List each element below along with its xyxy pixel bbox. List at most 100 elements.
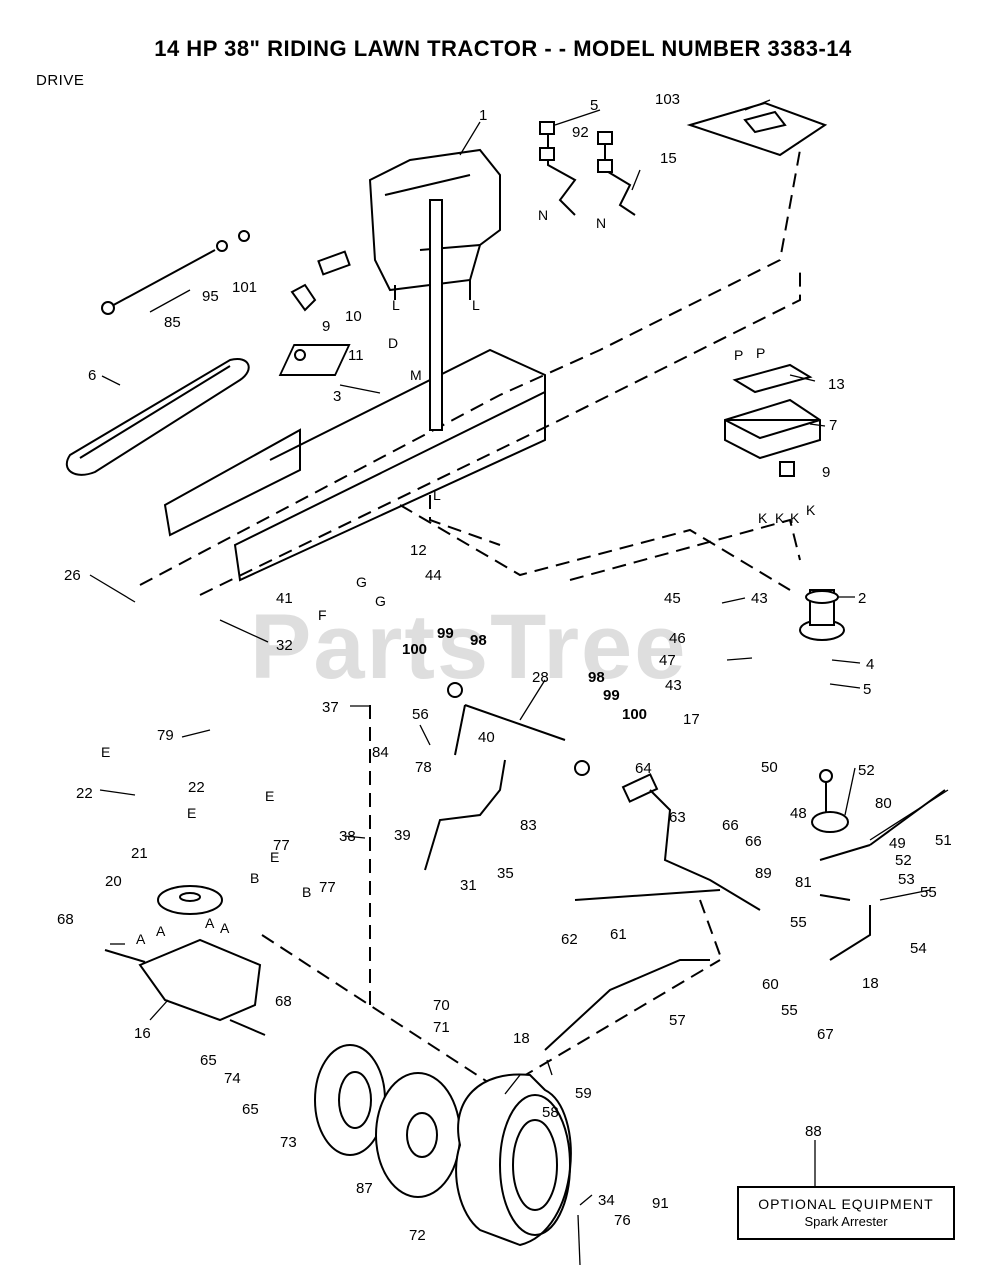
reference-letter: A	[220, 920, 230, 936]
callout-label: 49	[889, 835, 906, 852]
callout-label: 37	[322, 699, 339, 716]
callout-label: 63	[669, 809, 686, 826]
callout-label: 79	[157, 727, 174, 744]
callout-label: 48	[790, 805, 807, 822]
callout-label: 64	[635, 760, 652, 777]
transaxle	[104, 938, 266, 1036]
callout-label: 80	[875, 795, 892, 812]
callout-label: 56	[412, 706, 429, 723]
callout-label: 74	[224, 1070, 241, 1087]
callout-label: 66	[722, 817, 739, 834]
callout-label: 12	[410, 542, 427, 559]
callout-label: 11	[348, 347, 364, 364]
callout-label: 58	[542, 1104, 559, 1121]
callout-label: 72	[409, 1227, 426, 1244]
section-label: DRIVE	[36, 72, 85, 89]
callout-label: 92	[572, 124, 589, 141]
watermark: PartsTree	[250, 596, 688, 698]
callout-label: 73	[280, 1134, 297, 1151]
reference-letter: E	[187, 805, 196, 821]
callout-label: 84	[372, 744, 389, 761]
callout-label: 22	[188, 779, 205, 796]
callout-label: 9	[822, 464, 830, 481]
callout-label: 99	[437, 625, 454, 642]
reference-letter: M	[410, 367, 422, 383]
reference-letter: E	[265, 788, 274, 804]
callout-label: 77	[273, 837, 290, 854]
callout-label: 98	[588, 669, 605, 686]
callout-label: 47	[659, 652, 676, 669]
callout-label: 67	[817, 1026, 834, 1043]
callout-label: 28	[532, 669, 549, 686]
reference-letter: L	[433, 487, 441, 503]
callout-label: 26	[64, 567, 81, 584]
callout-label: 34	[598, 1192, 615, 1209]
engine-pulley	[799, 589, 845, 641]
callout-label: 7	[829, 417, 837, 434]
callout-label: 101	[232, 279, 257, 296]
reference-letter: A	[156, 923, 166, 939]
reference-letter: K	[790, 510, 800, 526]
reference-letter: E	[270, 849, 279, 865]
callout-label: 4	[866, 656, 874, 673]
reference-letter: K	[806, 502, 816, 518]
callout-label: 55	[920, 884, 937, 901]
callout-label: 5	[863, 681, 871, 698]
reference-letter: K	[775, 510, 785, 526]
callout-label: 89	[755, 865, 772, 882]
callout-label: 40	[478, 729, 495, 746]
callout-label: 100	[622, 706, 647, 723]
callout-label: 6	[88, 367, 96, 384]
reference-letter: G	[356, 574, 367, 590]
optional-equipment-item: Spark Arrester	[804, 1214, 888, 1229]
callout-label: 46	[669, 630, 686, 647]
callout-label: 55	[781, 1002, 798, 1019]
callout-label: 13	[828, 376, 845, 393]
callout-label: 41	[276, 590, 293, 607]
callout-label: 62	[561, 931, 578, 948]
callout-label: 100	[402, 641, 427, 658]
optional-equipment-title: OPTIONAL EQUIPMENT	[758, 1196, 934, 1212]
callout-label: 87	[356, 1180, 373, 1197]
callout-label: 81	[795, 874, 812, 891]
callout-label: 45	[664, 590, 681, 607]
callout-label: 61	[610, 926, 627, 943]
callout-label: 31	[460, 877, 477, 894]
rear-wheel-assembly	[314, 1044, 572, 1247]
v-belt	[65, 358, 250, 476]
reference-letter: P	[734, 347, 743, 363]
reference-letter: E	[101, 744, 110, 760]
callout-label: 53	[898, 871, 915, 888]
reference-letter: B	[250, 870, 259, 886]
callout-label: 1	[479, 107, 487, 124]
callout-label: 21	[131, 845, 148, 862]
leader-lines	[89, 99, 949, 1266]
callout-label: 66	[745, 833, 762, 850]
callout-label: 85	[164, 314, 181, 331]
reference-letter: P	[756, 345, 765, 361]
transmission-pulley	[157, 885, 223, 915]
callout-label: 10	[345, 308, 362, 325]
callout-label: 65	[242, 1101, 259, 1118]
callout-label: 18	[862, 975, 879, 992]
callout-label: 55	[790, 914, 807, 931]
wire-harness	[539, 121, 636, 216]
callout-label: 98	[470, 632, 487, 649]
callout-label: 43	[751, 590, 768, 607]
callout-label: 103	[655, 91, 680, 108]
callout-label: 70	[433, 997, 450, 1014]
callout-label: 99	[603, 687, 620, 704]
heat-shield	[686, 101, 828, 157]
callout-label: 76	[614, 1212, 631, 1229]
callout-label: 9	[322, 318, 330, 335]
callout-label: 15	[660, 150, 677, 167]
reference-letter: K	[758, 510, 768, 526]
callout-label: 95	[202, 288, 219, 305]
reference-letter: A	[136, 931, 146, 947]
callout-label: 77	[319, 879, 336, 896]
callout-label: 83	[520, 817, 537, 834]
callout-label: 57	[669, 1012, 686, 1029]
callout-label: 32	[276, 637, 293, 654]
cross-shaft	[424, 682, 590, 871]
